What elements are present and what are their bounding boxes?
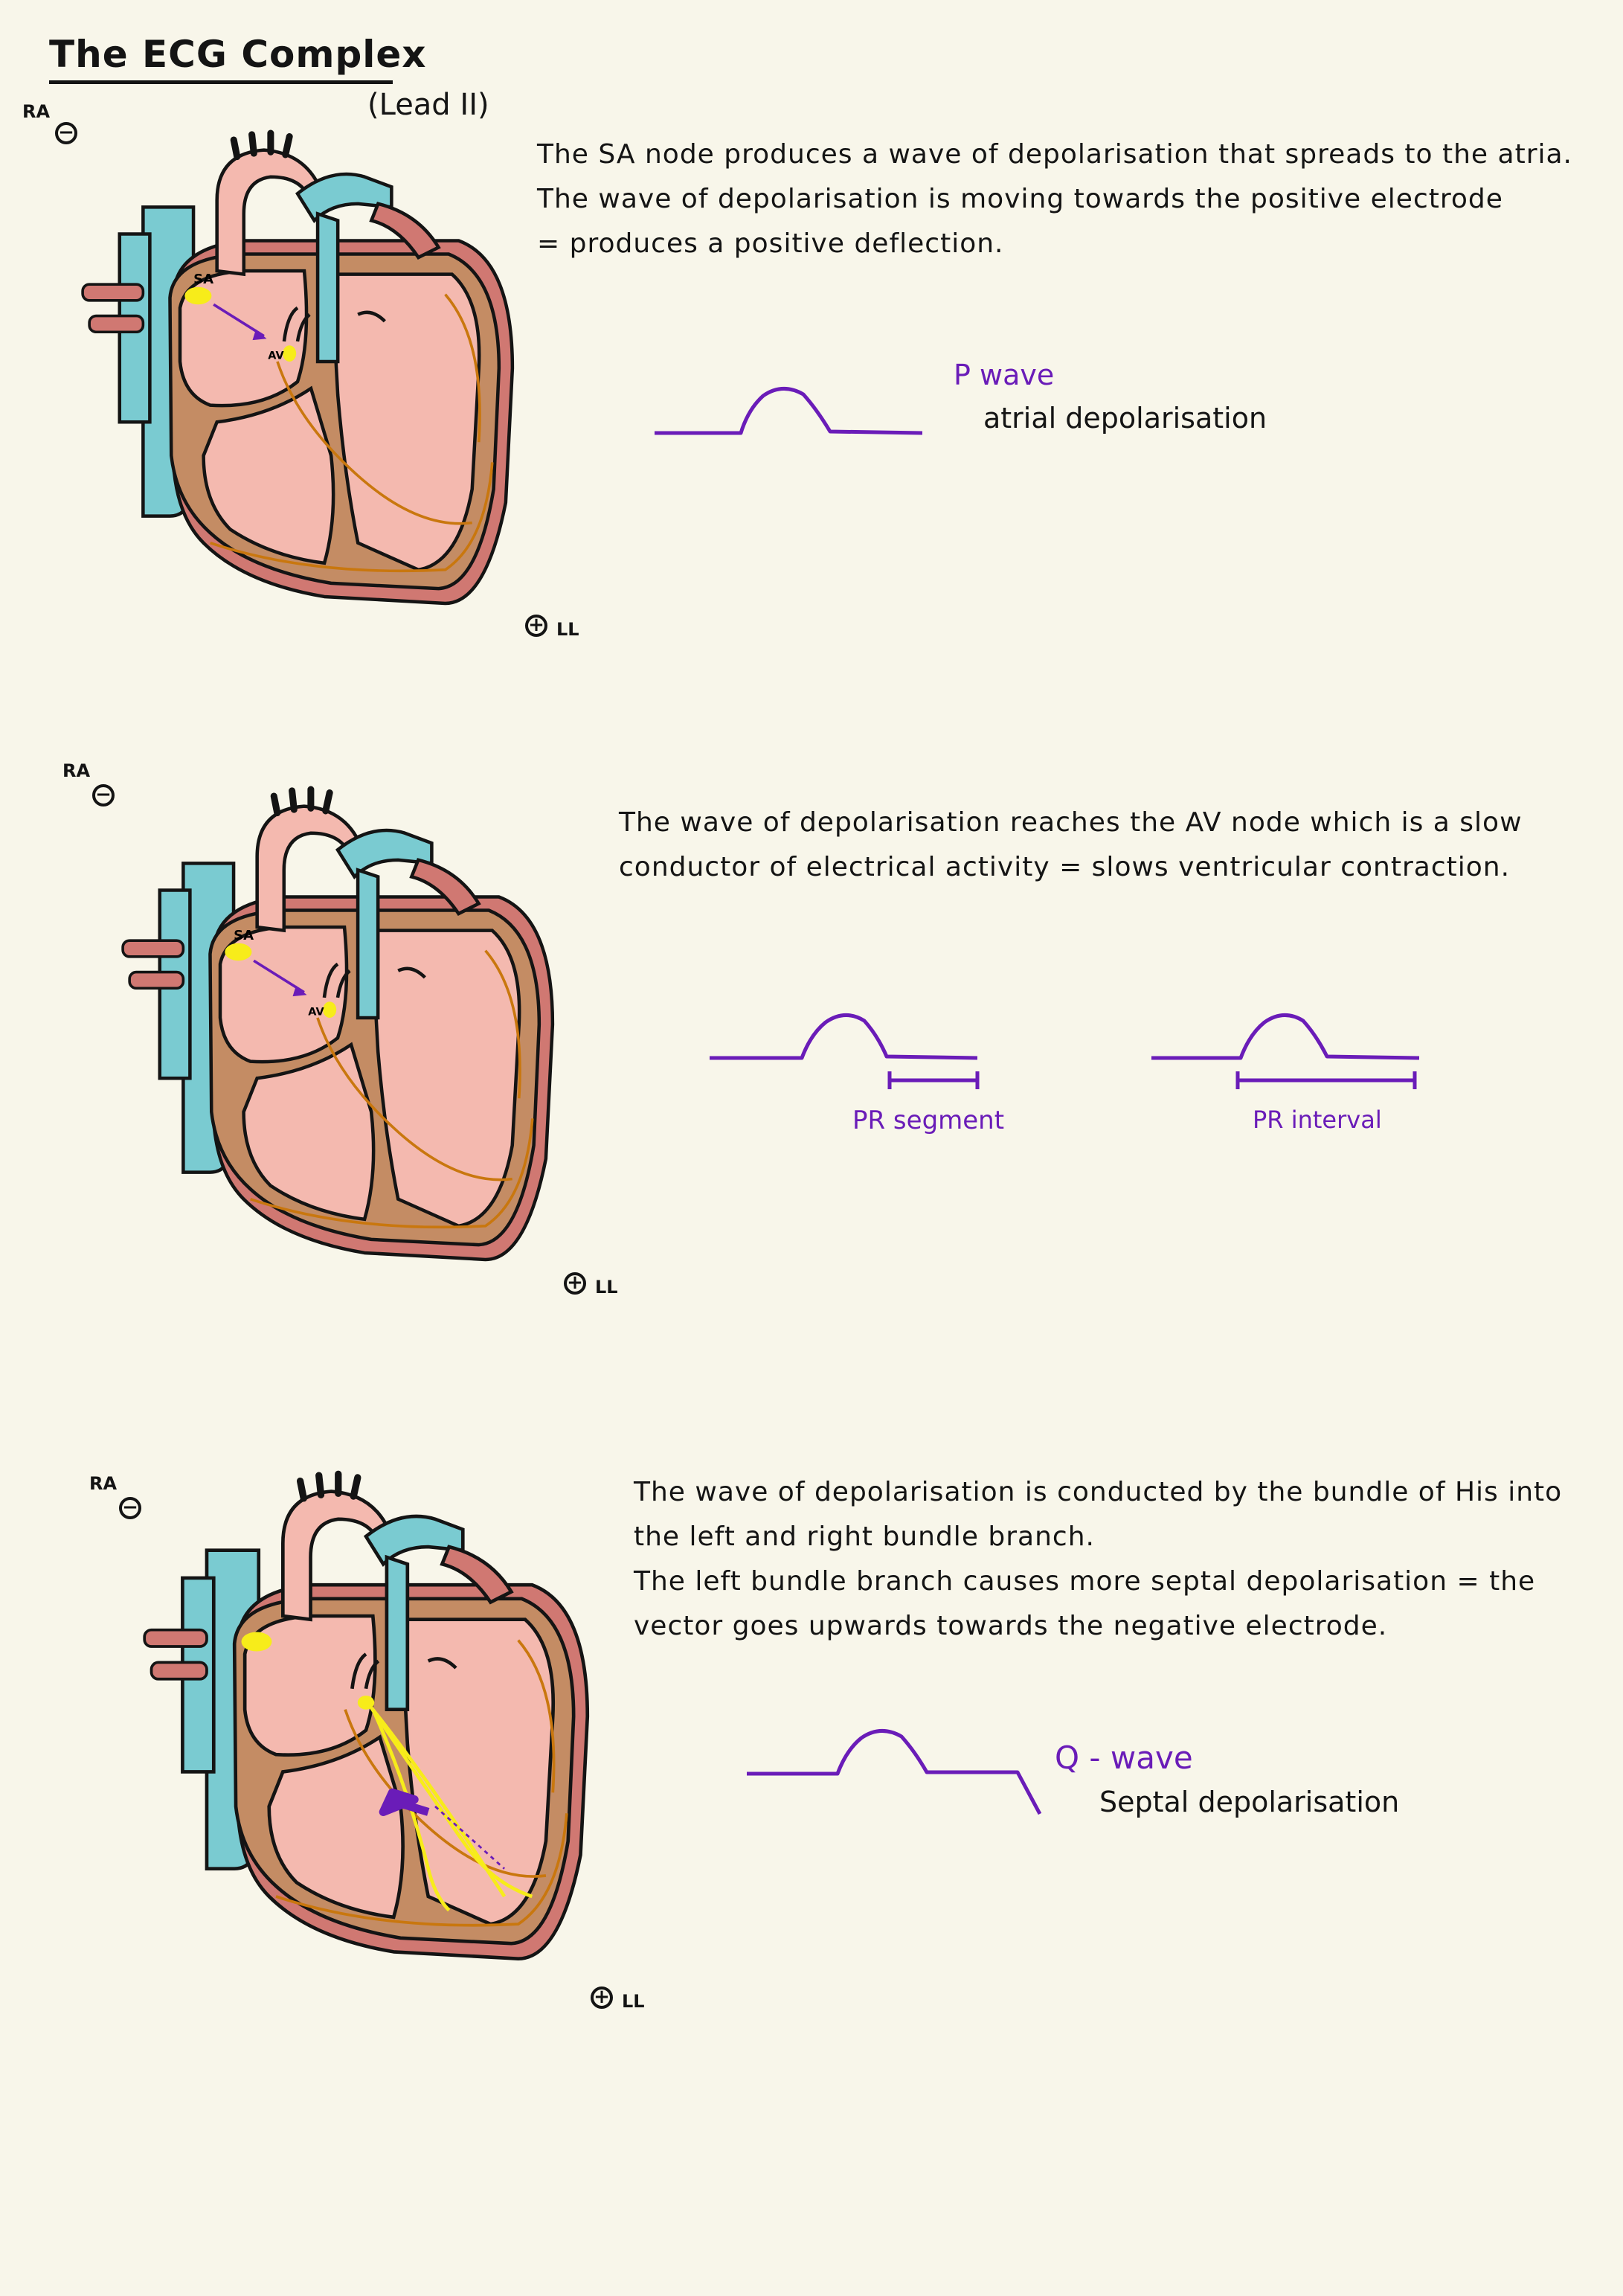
section-2-text: The wave of depolarisation reaches the A… (619, 801, 1578, 890)
ra-label: RA (22, 101, 51, 122)
q-wave-label: Q - wave (1055, 1739, 1193, 1776)
septal-vector-arrow-icon (379, 1788, 430, 1816)
heart-diagram-2: SA AV (100, 783, 576, 1266)
sa-node (241, 1632, 272, 1652)
av-label: AV (268, 350, 284, 362)
ll-label: LL (595, 1277, 618, 1298)
sa-label: SA (234, 928, 254, 943)
section-1-line-1: The SA node produces a wave of depolaris… (537, 139, 1572, 170)
pr-interval-label: PR interval (1253, 1106, 1382, 1134)
av-node (283, 345, 297, 362)
section-2-line-1: The wave of depolarisation reaches the A… (619, 807, 1523, 882)
section-1-line-2: The wave of depolarisation is moving tow… (537, 184, 1503, 214)
section-3-line-2: The left bundle branch causes more septa… (634, 1566, 1536, 1641)
depolarisation-arrow-icon (292, 985, 307, 997)
left-bundle-branch (368, 1705, 533, 1899)
section-1-line-3: = produces a positive deflection. (537, 228, 1004, 259)
av-label: AV (308, 1006, 324, 1018)
ll-label: LL (622, 1991, 645, 2012)
section-1-text: The SA node produces a wave of depolaris… (537, 132, 1578, 266)
heart-diagram-1: SA AV (60, 126, 536, 610)
ll-label: LL (556, 619, 579, 640)
sa-label: SA (193, 272, 213, 287)
section-3-text: The wave of depolarisation is conducted … (634, 1470, 1586, 1649)
p-wave-trace (655, 387, 923, 435)
heart-diagram-3 (120, 1467, 611, 1966)
negative-electrode-icon: − (119, 1497, 141, 1519)
pr-interval-trace (1151, 1013, 1420, 1089)
q-wave-description: Septal depolarisation (1099, 1786, 1400, 1818)
av-node (357, 1696, 375, 1710)
av-node (323, 1001, 337, 1018)
p-wave-description: atrial depolarisation (983, 402, 1267, 434)
ra-label: RA (62, 760, 91, 781)
negative-electrode-icon: − (55, 122, 77, 144)
section-3-line-1: The wave of depolarisation is conducted … (634, 1477, 1563, 1552)
title-underline (49, 80, 393, 84)
sa-node (184, 286, 212, 305)
negative-electrode-icon: − (92, 784, 115, 807)
p-wave-label: P wave (954, 359, 1055, 391)
ra-label: RA (89, 1473, 118, 1494)
pr-segment-label: PR segment (852, 1106, 1005, 1135)
lead-label: (Lead II) (367, 88, 489, 122)
pr-segment-trace (710, 1013, 980, 1089)
page-title: The ECG Complex (49, 33, 427, 76)
positive-electrode-icon: + (525, 615, 547, 637)
depolarisation-arrow-icon (252, 329, 267, 341)
positive-electrode-icon: + (591, 1986, 613, 2009)
sa-node (225, 943, 252, 961)
positive-electrode-icon: + (564, 1272, 586, 1295)
right-bundle-branch (371, 1708, 451, 1912)
q-wave-trace (747, 1729, 1042, 1815)
